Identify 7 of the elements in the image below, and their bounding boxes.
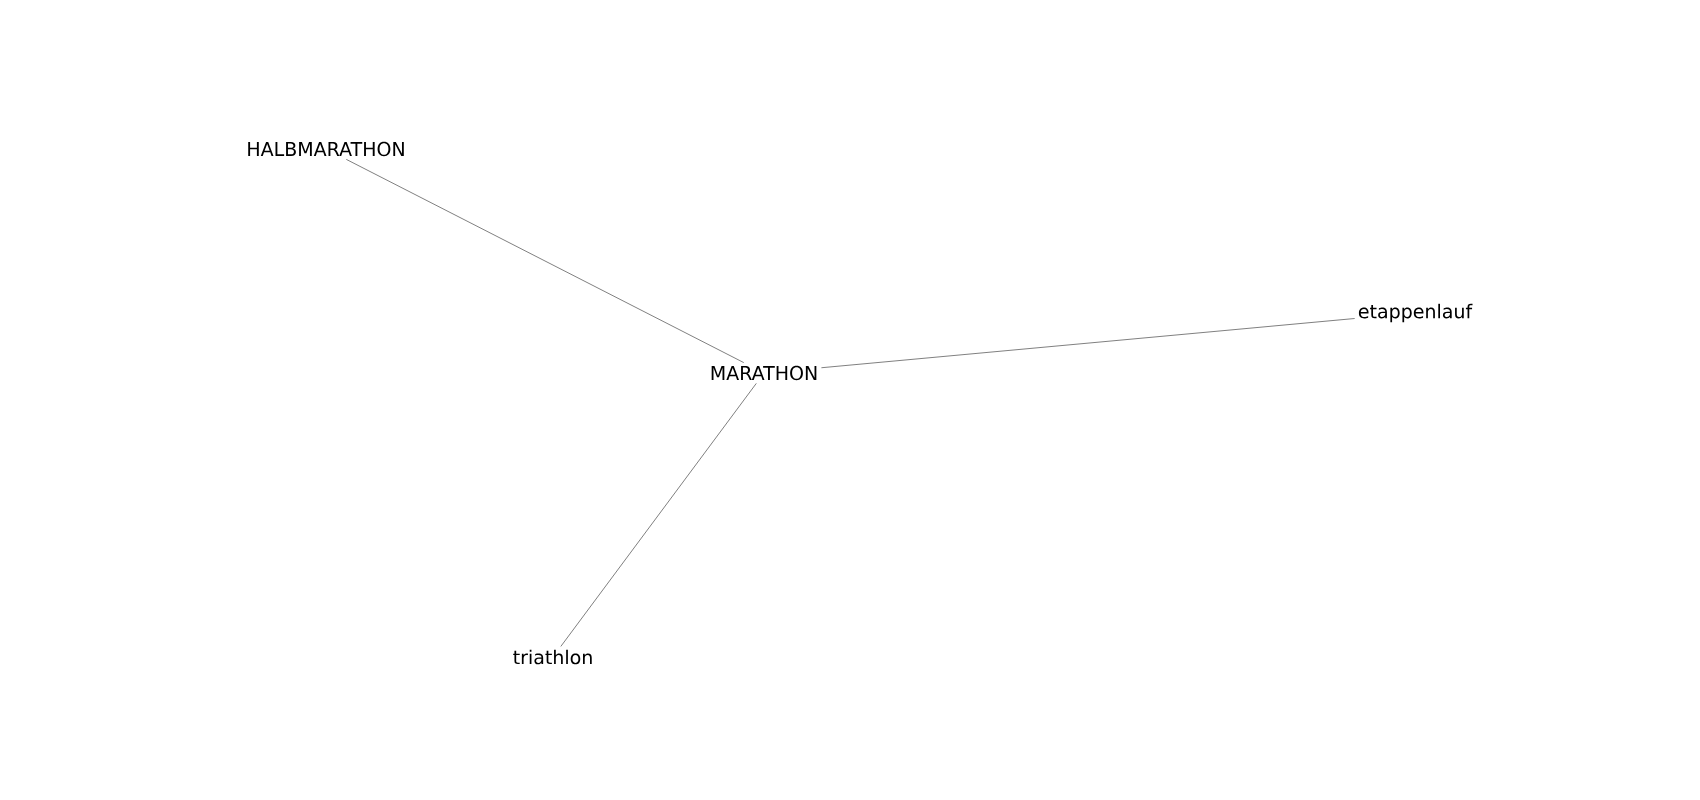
node-label: MARATHON xyxy=(711,365,817,381)
node-label: triathlon xyxy=(513,649,592,665)
connector-line xyxy=(820,318,1356,369)
node-label: HALBMARATHON xyxy=(248,141,404,157)
connector-line xyxy=(345,158,745,364)
connector-line xyxy=(560,382,757,647)
node-label: etappenlauf xyxy=(1358,303,1473,323)
